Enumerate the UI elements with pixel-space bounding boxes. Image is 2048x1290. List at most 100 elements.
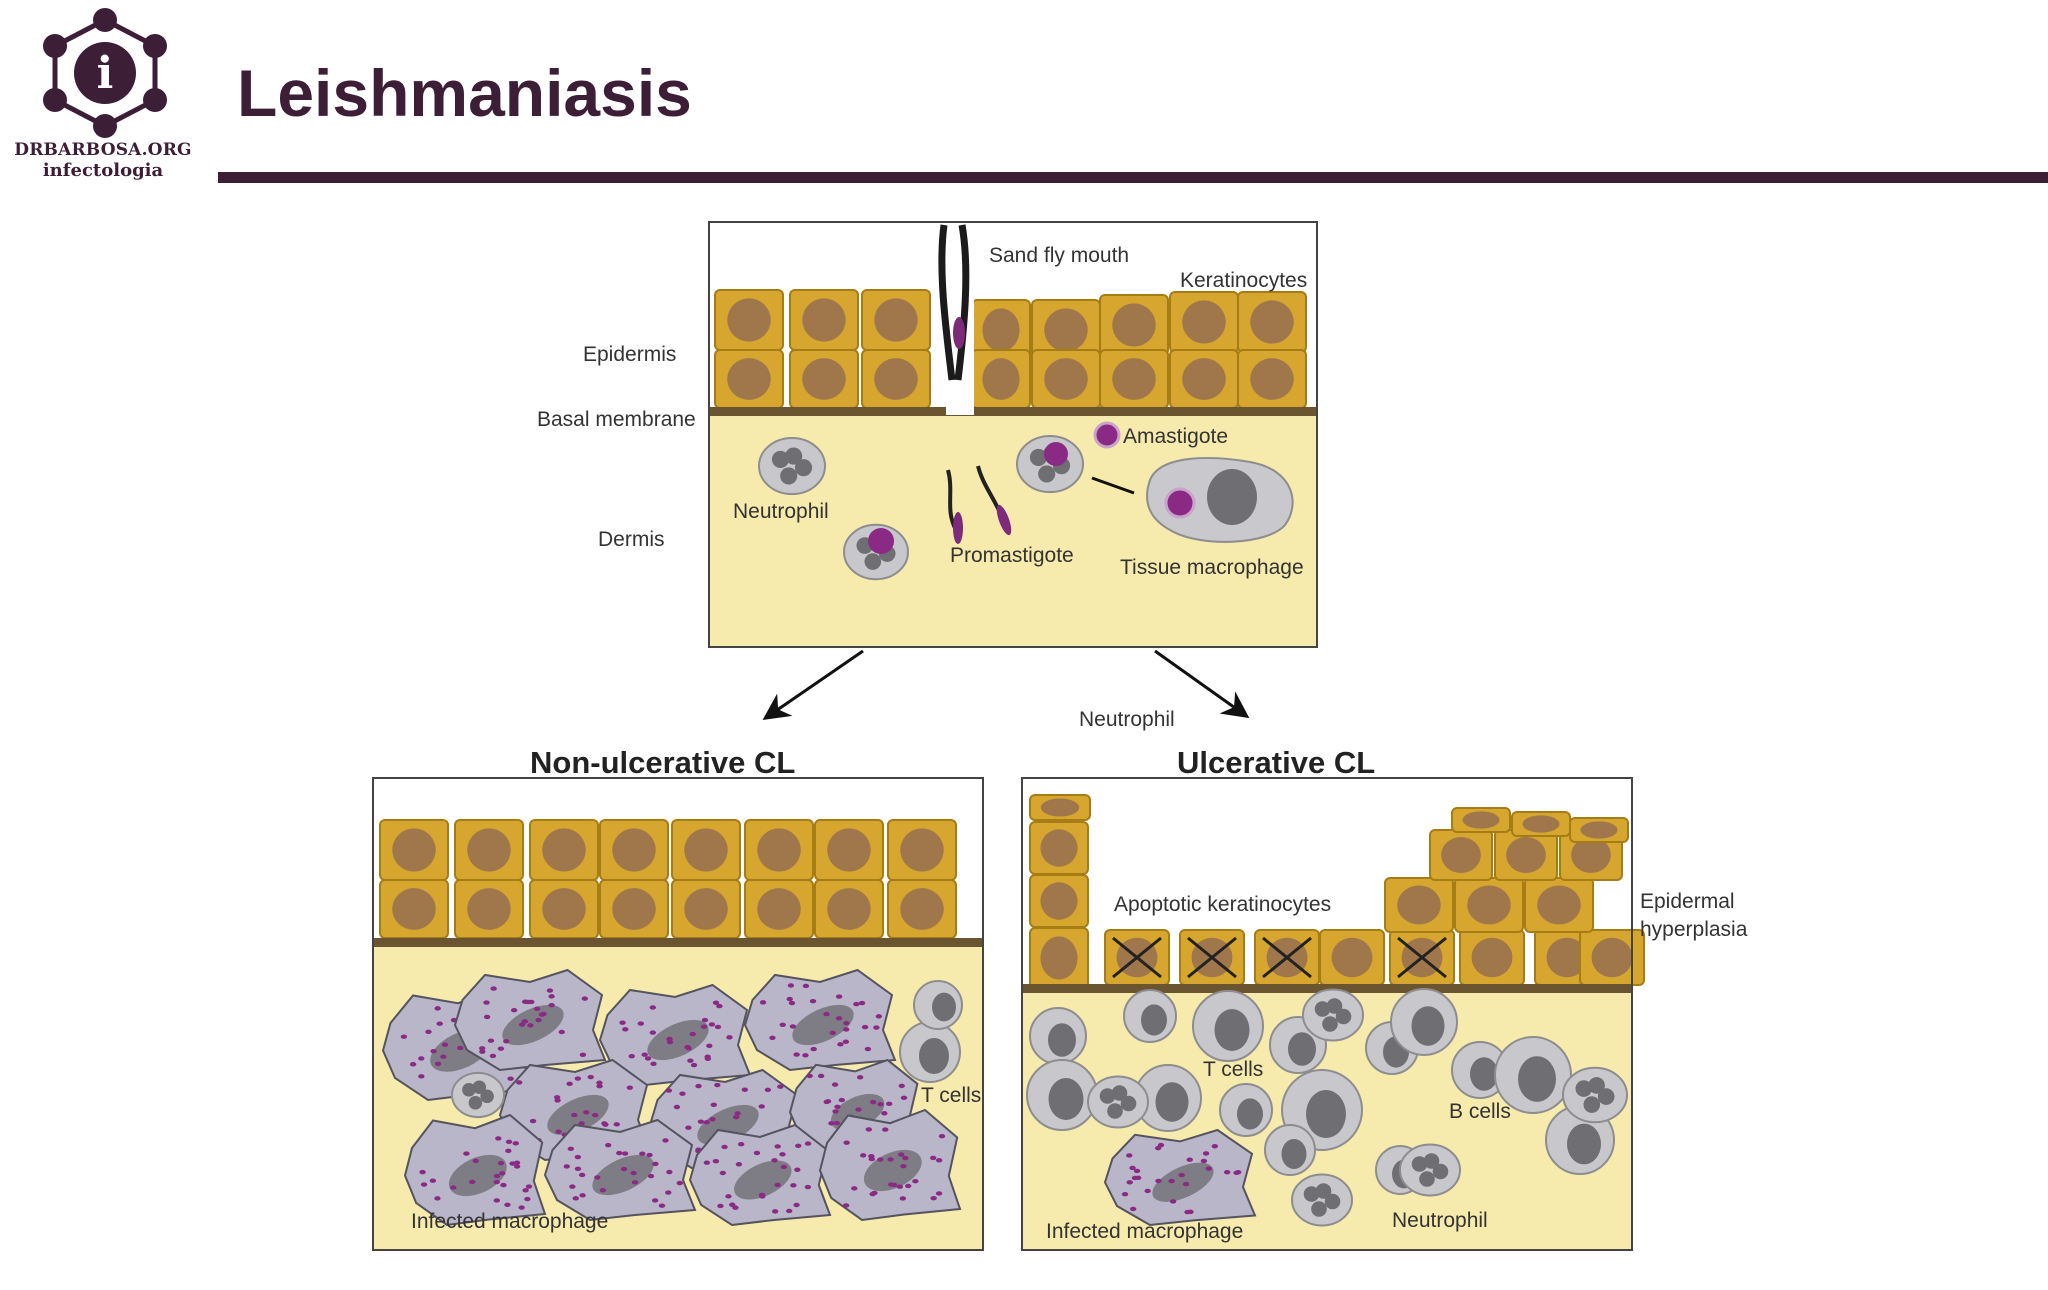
amastigote-dot <box>834 1104 841 1110</box>
amastigote-dot <box>457 1045 464 1051</box>
label-arrow-neutrophil: Neutrophil <box>1079 708 1175 731</box>
keratinocyte-nucleus <box>1441 837 1481 873</box>
keratinocyte-nucleus <box>1182 300 1226 344</box>
amastigote-dot <box>823 1011 830 1017</box>
amastigote-dot <box>510 1008 518 1013</box>
amastigote-dot <box>712 1000 720 1005</box>
amastigote-dot <box>704 1056 712 1061</box>
amastigote-dot <box>843 1140 850 1145</box>
amastigote-dot <box>710 1102 717 1108</box>
label-dermis: Dermis <box>598 528 665 551</box>
amastigote-dot <box>1182 1181 1190 1187</box>
amastigote-dot <box>581 996 589 1001</box>
amastigote-dot <box>887 1182 895 1187</box>
amastigote-dot <box>619 1020 626 1025</box>
amastigote-dot <box>518 1205 525 1210</box>
top-panel-frame <box>708 221 1318 648</box>
amastigote-dot <box>497 1160 505 1166</box>
neutrophil-lobe <box>780 467 798 485</box>
amastigote-dot <box>875 1014 883 1019</box>
amastigote-dot <box>753 1150 761 1156</box>
amastigote-dot <box>430 1048 437 1054</box>
amastigote-dot <box>521 1019 529 1024</box>
macrophage-nucleus <box>547 1094 609 1136</box>
amastigote-dot <box>649 1030 657 1035</box>
keratinocyte-nucleus <box>900 828 944 872</box>
amastigote-dot <box>666 1036 673 1042</box>
amastigote-dot <box>500 1182 507 1188</box>
lymphocyte-nucleus <box>1237 1098 1263 1130</box>
amastigote-dot <box>900 1163 907 1169</box>
amastigote-dot <box>605 1143 612 1148</box>
amastigote-dot <box>824 1099 832 1104</box>
amastigote-dot <box>856 1075 864 1080</box>
amastigote-dot <box>777 1084 784 1089</box>
amastigote-dot <box>419 1169 426 1175</box>
keratinocyte-nucleus <box>982 358 1020 400</box>
amastigote-dot <box>734 1111 741 1116</box>
keratinocyte-nucleus <box>684 828 728 872</box>
amastigote-dot <box>507 1076 514 1081</box>
amastigote-dot <box>828 1121 835 1126</box>
amastigote-dot <box>418 1056 425 1061</box>
amastigote-dot <box>780 1164 788 1170</box>
keratinocyte-nucleus <box>1546 937 1588 978</box>
neutrophil-lobe <box>1324 1193 1341 1210</box>
amastigote-dot <box>553 1095 561 1100</box>
amastigote-dot <box>853 1001 860 1007</box>
amastigote-dot <box>574 1076 582 1081</box>
logo-subtitle: infectologia <box>42 160 164 181</box>
amastigote <box>1044 442 1068 466</box>
amastigote-dot <box>774 1144 781 1149</box>
amastigote-dot <box>630 1170 637 1176</box>
right-basal-membrane <box>1022 984 1632 993</box>
apoptosis-mark <box>1112 936 1162 979</box>
amastigote-dot <box>802 983 810 989</box>
amastigote-dot <box>764 1087 772 1093</box>
keratinocyte-nucleus <box>757 828 801 872</box>
neutrophil-lobe <box>1111 1085 1128 1101</box>
amastigote-dot <box>900 1095 908 1100</box>
neutrophil-lobe <box>1311 1201 1327 1217</box>
amastigote-dot <box>869 1191 876 1197</box>
amastigote-dot <box>1126 1153 1133 1158</box>
amastigote-dot <box>420 1182 428 1187</box>
heading-non-ulcerative: Non-ulcerative CL <box>530 745 795 780</box>
amastigote-dot <box>499 1171 506 1176</box>
neutrophil-cell <box>1562 1066 1628 1124</box>
keratinocyte-nucleus <box>684 888 728 930</box>
amastigote-dot <box>873 1025 880 1030</box>
macrophage-nucleus <box>592 1154 654 1196</box>
amastigote-dot <box>1154 1145 1162 1151</box>
label-epidermal-hyperplasia-1: Epidermal <box>1640 890 1735 913</box>
amastigote-dot <box>690 1062 698 1068</box>
amastigote-dot <box>774 1182 781 1188</box>
amastigote-dot <box>695 1083 702 1089</box>
amastigote-dot <box>771 1158 778 1163</box>
neutrophil-lobe <box>771 450 790 468</box>
amastigote-dot <box>652 1161 659 1167</box>
amastigote-dot <box>524 999 532 1005</box>
amastigote-dot <box>1234 1169 1242 1175</box>
amastigote-dot <box>567 1146 575 1152</box>
amastigote-dot <box>651 1198 659 1203</box>
lymphocyte-nucleus <box>1141 1004 1167 1036</box>
amastigote-dot <box>1186 1157 1193 1162</box>
amastigote-dot <box>842 1203 850 1208</box>
amastigote-dot <box>726 1035 733 1040</box>
keratinocyte-nucleus <box>612 828 656 872</box>
keratinocyte-nucleus <box>827 828 871 872</box>
amastigote-dot <box>735 1162 743 1167</box>
amastigote-dot <box>665 1088 673 1093</box>
label-basal-membrane: Basal membrane <box>537 408 696 431</box>
amastigote-dot <box>855 1107 862 1112</box>
keratinocyte-nucleus <box>1506 837 1546 873</box>
amastigote-dot <box>817 1073 825 1079</box>
amastigote-dot <box>741 1087 749 1092</box>
label-epidermis: Epidermis <box>583 343 676 366</box>
right-panel: Ulcerative CL Apoptotic keratinocytes Ep… <box>1021 745 1748 1251</box>
keratinocyte-nucleus <box>757 888 801 930</box>
amastigote-dot <box>899 1196 907 1201</box>
amastigote-dot <box>650 1061 657 1067</box>
lymphocyte-nucleus <box>1470 1057 1498 1091</box>
